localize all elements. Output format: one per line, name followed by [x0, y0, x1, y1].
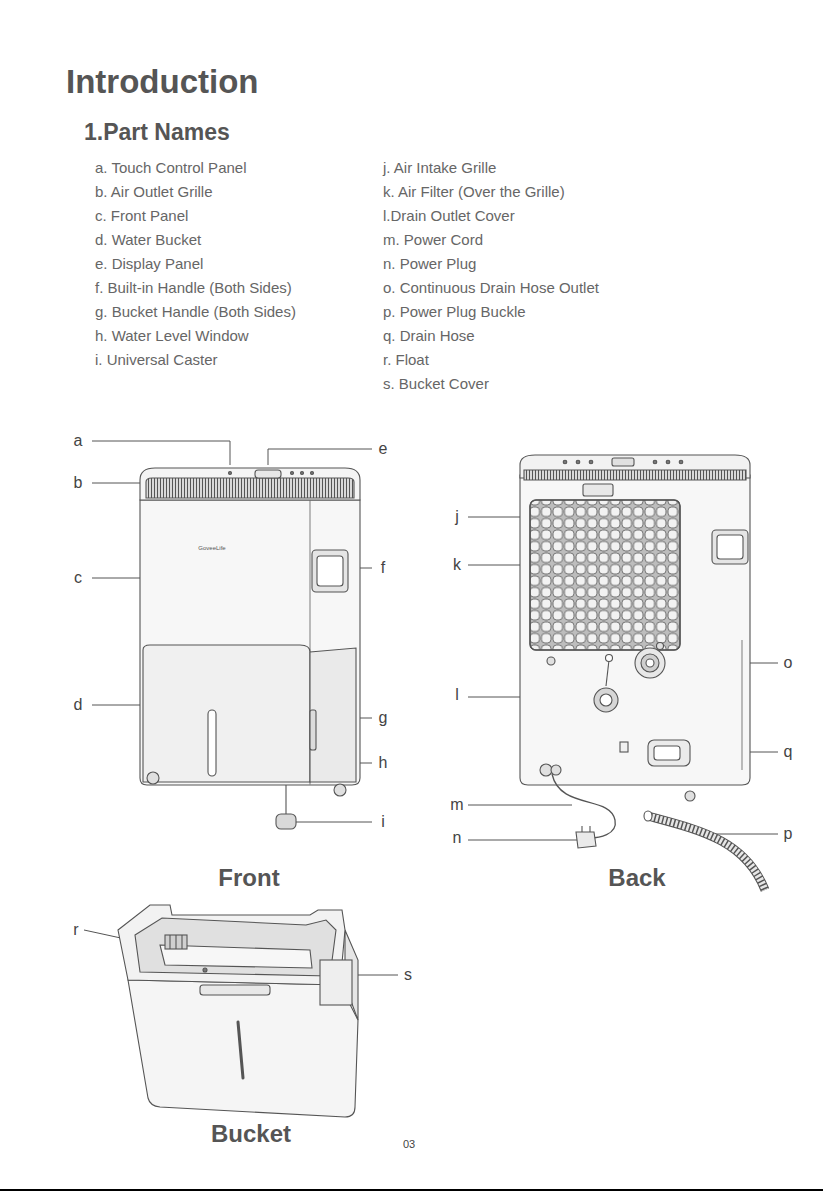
part-name: r. Float: [383, 352, 429, 369]
callout-letter: f: [381, 559, 385, 577]
callout-letter: g: [379, 709, 388, 727]
callout-letter: a: [74, 432, 83, 450]
part-name: s. Bucket Cover: [383, 376, 489, 393]
brand-mark: GoveeLife: [198, 545, 225, 552]
page-number: 03: [403, 1138, 415, 1150]
leader-lines: [84, 441, 778, 975]
part-name: k. Air Filter (Over the Grille): [383, 184, 565, 201]
part-name: l.Drain Outlet Cover: [383, 208, 515, 225]
part-name: d. Water Bucket: [95, 232, 201, 249]
front-view: [140, 468, 360, 829]
callout-letter: j: [455, 508, 459, 526]
callout-letter: b: [74, 474, 83, 492]
part-name: q. Drain Hose: [383, 328, 475, 345]
part-name: g. Bucket Handle (Both Sides): [95, 304, 296, 321]
callout-letter: l: [455, 686, 459, 704]
part-name: j. Air Intake Grille: [383, 160, 496, 177]
part-name: c. Front Panel: [95, 208, 188, 225]
view-label: Back: [608, 865, 665, 891]
callout-letter: r: [73, 921, 78, 939]
callout-letter: d: [74, 696, 83, 714]
page-border: [0, 1189, 823, 1191]
callout-letter: c: [74, 569, 82, 587]
part-name: p. Power Plug Buckle: [383, 304, 526, 321]
part-name: f. Built-in Handle (Both Sides): [95, 280, 292, 297]
callout-letter: k: [453, 556, 461, 574]
back-view: [520, 455, 765, 890]
bucket-view: [118, 905, 358, 1117]
page-title: Introduction: [66, 64, 258, 100]
callout-letter: m: [450, 796, 463, 814]
callout-letter: q: [784, 743, 793, 761]
callout-letter: n: [453, 829, 462, 847]
view-label: Front: [218, 865, 279, 891]
part-name: a. Touch Control Panel: [95, 160, 247, 177]
callout-letter: p: [784, 825, 793, 843]
callout-letter: i: [381, 813, 385, 831]
part-name: n. Power Plug: [383, 256, 476, 273]
callout-letter: s: [404, 966, 412, 984]
part-name: b. Air Outlet Grille: [95, 184, 213, 201]
part-name: e. Display Panel: [95, 256, 203, 273]
section-heading: 1.Part Names: [84, 120, 230, 145]
part-name: i. Universal Caster: [95, 352, 218, 369]
callout-letter: e: [379, 440, 388, 458]
part-name: o. Continuous Drain Hose Outlet: [383, 280, 599, 297]
callout-letter: h: [379, 754, 388, 772]
part-name: m. Power Cord: [383, 232, 483, 249]
view-label: Bucket: [211, 1121, 291, 1147]
callout-letter: o: [784, 654, 793, 672]
part-name: h. Water Level Window: [95, 328, 249, 345]
